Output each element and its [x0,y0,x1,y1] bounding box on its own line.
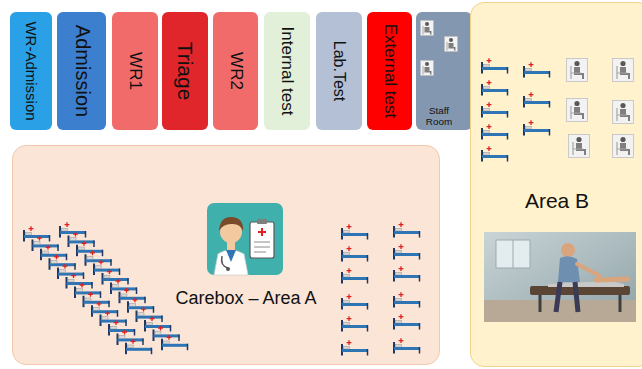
bed-icon [86,251,112,266]
bed-icon [60,222,86,237]
treatment-photo [484,232,636,322]
waiting-room-band: WR-Admission [10,12,52,130]
band-label: Admission [70,25,93,117]
bed-icon [524,62,550,77]
band-label: WR-Admission [22,21,39,120]
bed-icon [94,260,120,275]
test-band: Internal test [264,12,310,130]
bed-icon [394,292,420,307]
bed-icon [394,266,420,281]
doctor-icon [207,203,283,275]
bed-icon [24,226,50,241]
chair-icon [613,59,634,82]
care-area-panel: Area B [470,2,642,367]
chair-icon [569,135,590,158]
admission-band: Admission [57,12,106,130]
chair-icons [567,59,634,158]
bed-icon [109,320,135,335]
bed-icon [394,244,420,259]
bed-icon [101,311,127,326]
area-label: Area B [525,189,589,213]
bed-icon [41,245,67,260]
staff-icons [421,21,458,76]
bed-icon [67,273,93,288]
band-label: WR2 [226,52,246,90]
chair-icon [567,59,588,82]
bed-icon [118,330,144,345]
band-label: Lab.Test [330,41,348,101]
bed-icon [482,124,508,139]
area-label: Carebox – Area A [175,288,316,309]
test-band: Lab.Test [316,12,362,130]
bed-icon [162,335,188,350]
care-area-panel: Carebox – Area A [12,145,440,365]
bed-icon [103,269,129,284]
chair-icon [613,135,634,158]
band-label: Internal test [277,27,297,116]
bed-icon [394,314,420,329]
bed-icon [524,120,550,135]
bed-icon [394,222,420,237]
band-label: External test [380,24,400,119]
bed-icon [75,283,101,298]
staff-room-band: Staff Room [416,12,472,130]
bed-icon [342,268,368,283]
bed-icon [524,92,550,107]
bed-icon [77,241,103,256]
bed-icon [482,102,508,117]
staff-icon [421,61,434,76]
bed-icon [342,316,368,331]
bed-icon [342,340,368,355]
bed-icon [111,279,137,294]
bed-icon [394,338,420,353]
bed-icon [50,255,76,270]
bed-icon [342,246,368,261]
triage-band: Triage [162,12,208,130]
bed-icon [69,232,95,247]
chair-icon [613,101,634,124]
bed-icon [84,292,110,307]
bed-icon [58,264,84,279]
staff-icon [445,37,458,52]
bed-icon [33,236,59,251]
bed-icon [482,80,508,95]
test-band: External test [367,12,412,130]
bed-icon [482,146,508,161]
area-label: Staff Room [418,105,460,128]
bed-icons [24,58,550,355]
bed-icon [126,339,152,354]
staff-icon [421,21,434,36]
bed-icon [342,224,368,239]
bed-icon [137,307,163,322]
bed-icon [154,326,180,341]
chair-icon [567,99,588,122]
bed-icon [120,288,146,303]
bed-icon [482,58,508,73]
waiting-room-band: WR1 [112,12,158,130]
band-label: Triage [173,42,197,101]
bed-icon [145,316,171,331]
band-label: WR1 [125,52,145,90]
bed-icon [342,294,368,309]
bed-icon [92,302,118,317]
bed-icon [128,298,154,313]
waiting-room-band: WR2 [213,12,258,130]
